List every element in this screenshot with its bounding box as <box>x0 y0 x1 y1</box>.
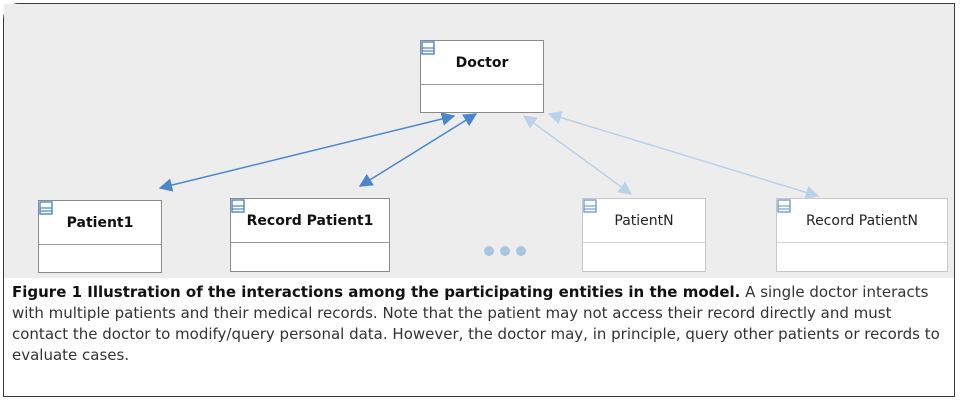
patientn-label: PatientN <box>614 212 674 229</box>
caption-label: Figure 1 Illustration of the interaction… <box>12 283 741 301</box>
record-patientn-entity: Record PatientN <box>776 198 948 272</box>
class-box-icon <box>583 199 597 213</box>
figure-caption: Figure 1 Illustration of the interaction… <box>12 282 942 366</box>
ellipsis-dot <box>516 246 526 256</box>
class-box-icon <box>777 199 791 213</box>
doctor-record-patientn-arrow <box>547 111 820 199</box>
patientn-entity: PatientN <box>582 198 706 272</box>
patient1-label: Patient1 <box>66 214 134 231</box>
doctor-entity: Doctor <box>420 40 544 113</box>
doctor-record-patient1-arrow <box>358 113 478 187</box>
ellipsis-dot <box>500 246 510 256</box>
ellipsis-dot <box>484 246 494 256</box>
patient1-entity: Patient1 <box>38 200 162 273</box>
caption-text: A single doctor interacts with multiple … <box>12 283 940 364</box>
record-patient1-label: Record Patient1 <box>246 212 374 229</box>
class-box-icon <box>39 201 53 215</box>
class-box-icon <box>231 199 245 213</box>
connector-layer <box>158 111 820 199</box>
ellipsis-dots <box>484 246 526 256</box>
record-patientn-label: Record PatientN <box>805 212 919 229</box>
interaction-diagram: Doctor Patient1 Record Patient1 PatientN <box>4 4 954 278</box>
class-box-icon <box>421 41 435 55</box>
record-patient1-entity: Record Patient1 <box>230 198 390 272</box>
doctor-patient1-arrow <box>158 112 456 192</box>
doctor-label: Doctor <box>455 54 509 71</box>
doctor-patientn-arrow <box>522 115 633 195</box>
